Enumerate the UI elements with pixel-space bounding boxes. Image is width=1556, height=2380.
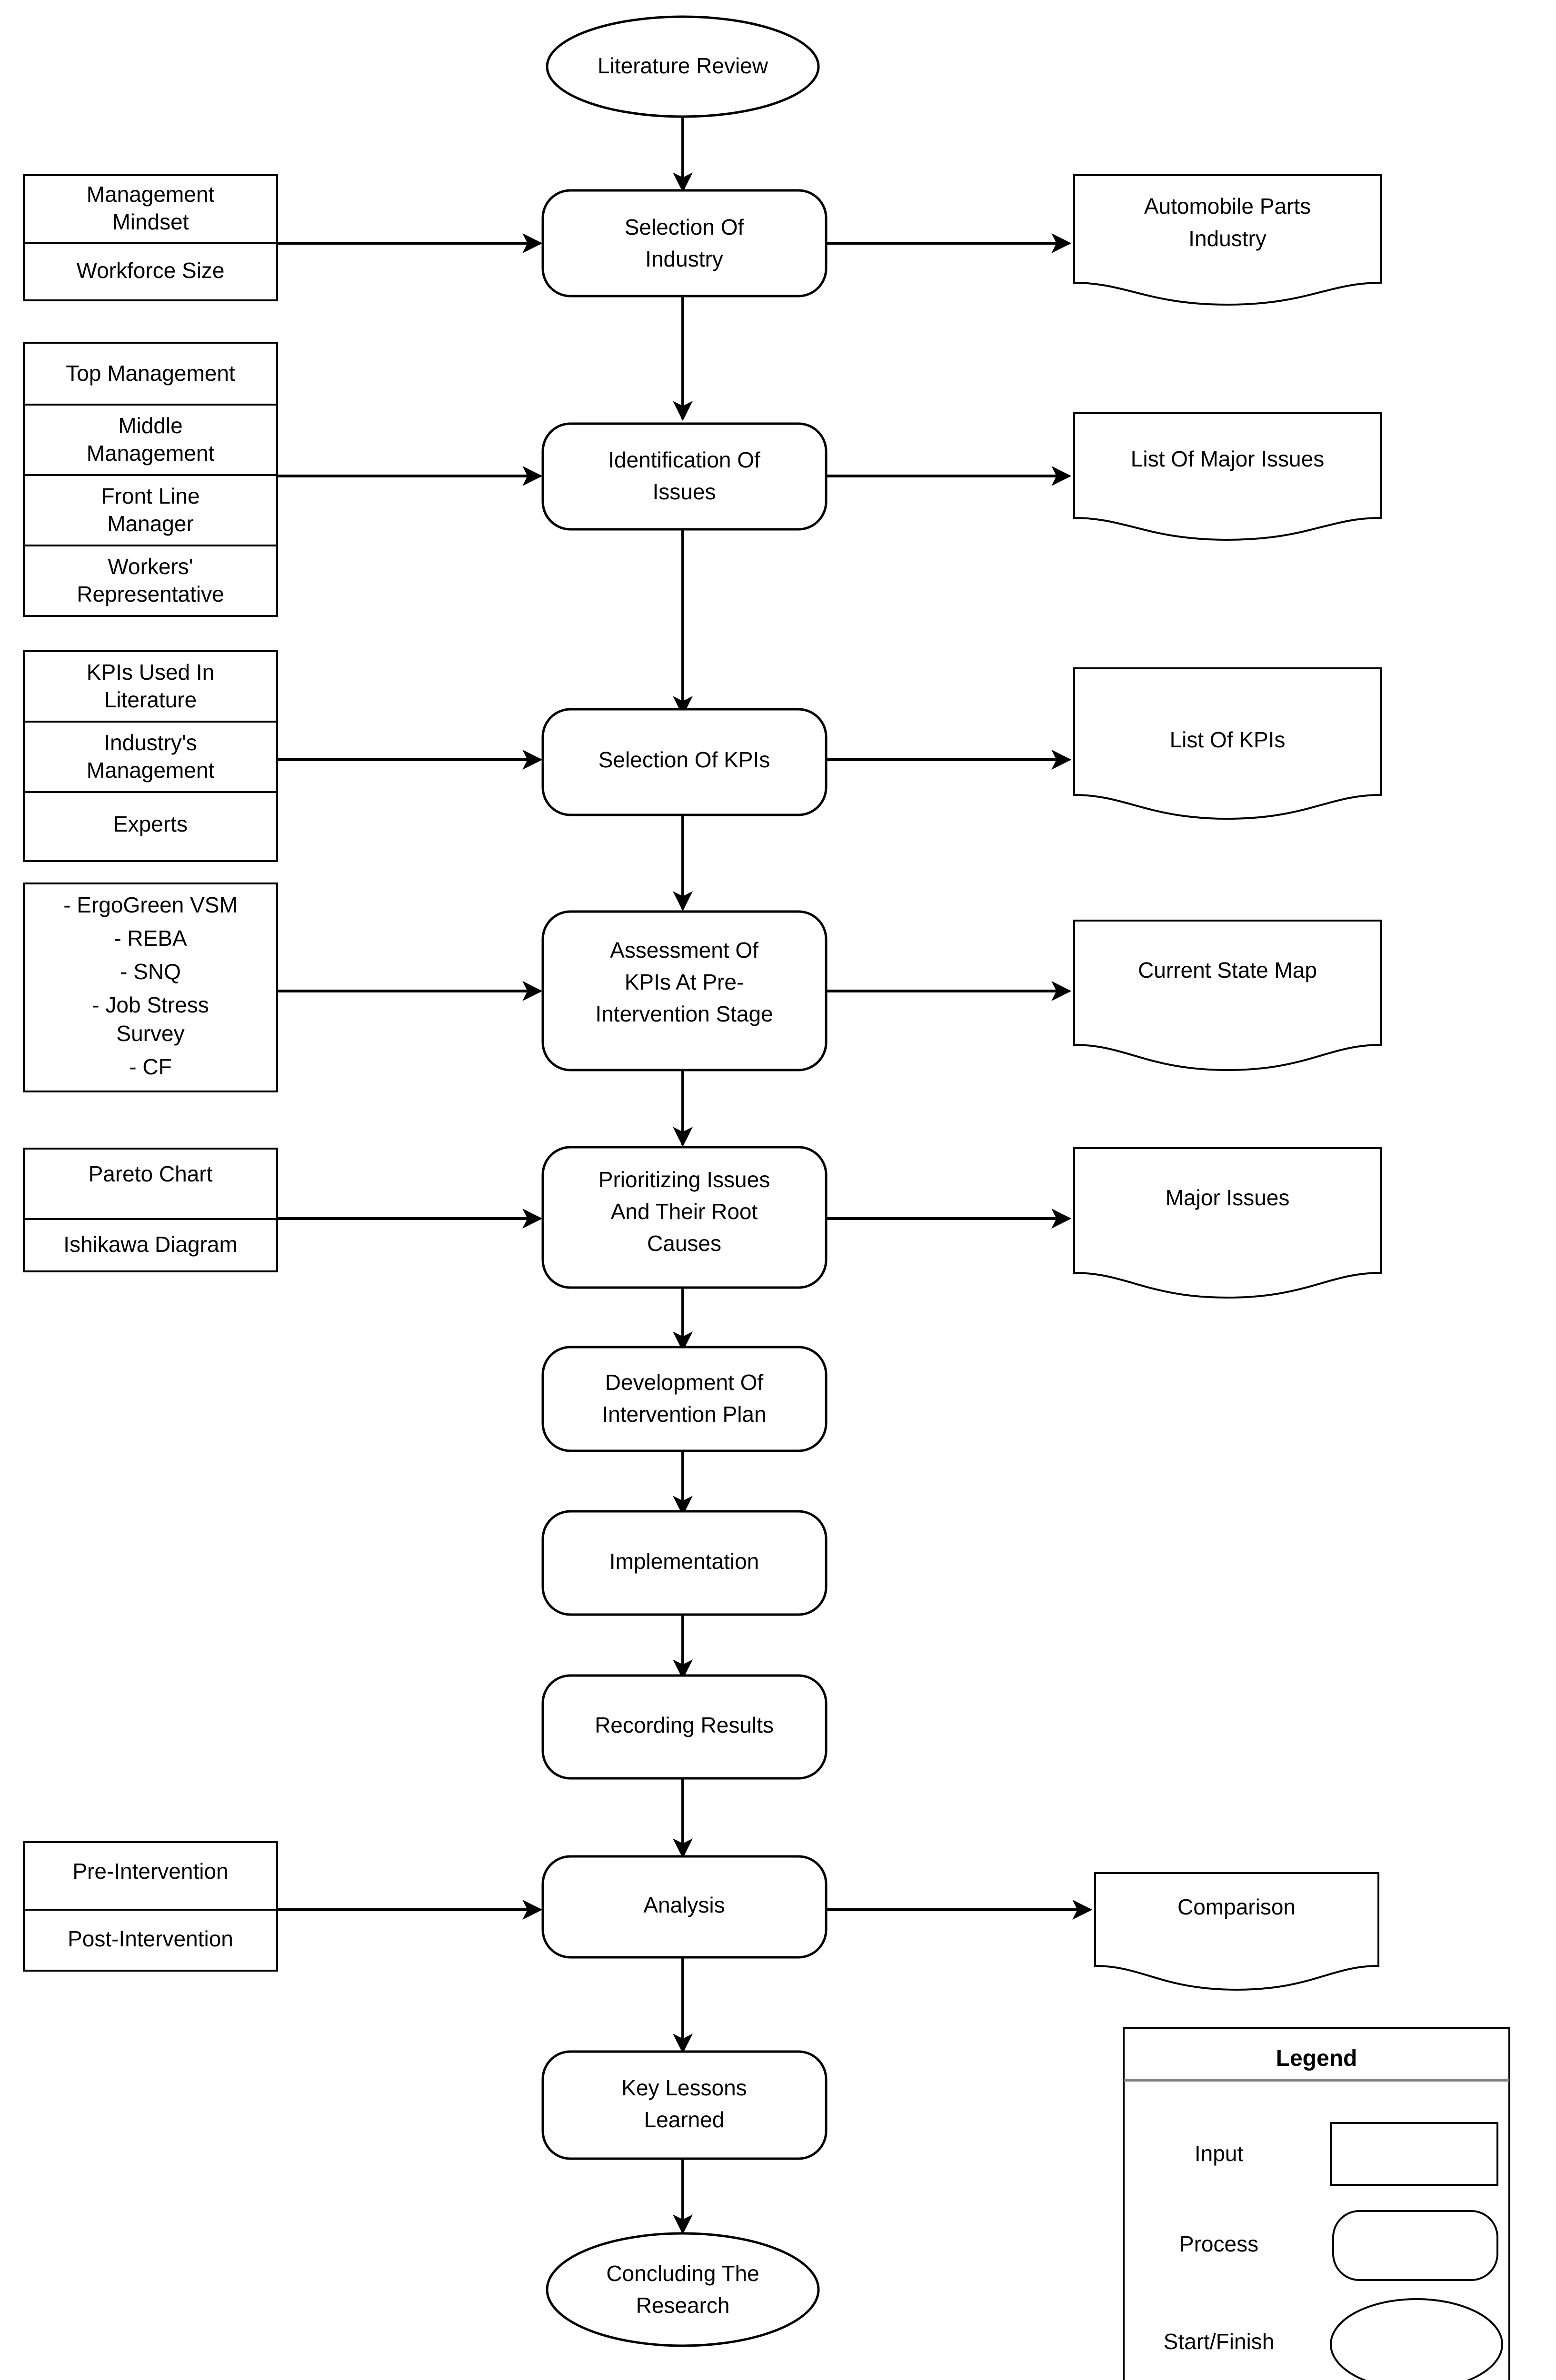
input-group-prioritization-inputs[interactable]: Pareto Chart Ishikawa Diagram xyxy=(23,1148,278,1272)
input-cell-label: - ErgoGreen VSM xyxy=(63,892,238,917)
input-group-analysis-inputs[interactable]: Pre-Intervention Post-Intervention xyxy=(23,1841,278,1972)
input-cell-label: - Job Stress xyxy=(92,992,209,1017)
node-selection-of-industry[interactable]: Selection Of Industry xyxy=(541,189,828,298)
input-group-kpi-assessment-inputs[interactable]: - ErgoGreen VSM - REBA - SNQ - Job Stres… xyxy=(23,883,278,1092)
node-selection-of-industry-label: Selection Of xyxy=(625,215,744,239)
node-development-of-intervention-plan[interactable]: Development Of Intervention Plan xyxy=(541,1346,828,1452)
node-analysis[interactable]: Analysis xyxy=(541,1855,828,1959)
node-prioritizing-issues-label: And Their Root xyxy=(611,1199,758,1224)
node-automobile-parts-industry[interactable]: Automobile Parts Industry xyxy=(1073,174,1382,306)
legend-item-label-start-finish: Start/Finish xyxy=(1164,2329,1275,2354)
node-prioritizing-issues-label: Causes xyxy=(647,1231,721,1256)
input-cell-label: Workforce Size xyxy=(76,258,224,283)
input-group-industry-selection-inputs[interactable]: Management Mindset Workforce Size xyxy=(23,174,278,301)
node-current-state-map-label: Current State Map xyxy=(1138,958,1317,982)
input-group-kpi-selection-inputs[interactable]: KPIs Used In Literature Industry's Manag… xyxy=(23,650,278,862)
legend-item-label-input: Input xyxy=(1195,2141,1244,2166)
input-cell-label: Pre-Intervention xyxy=(72,1859,228,1884)
input-cell-label: Mindset xyxy=(112,209,189,234)
node-current-state-map[interactable]: Current State Map xyxy=(1073,920,1382,1071)
input-cell-label: Survey xyxy=(116,1021,184,1046)
node-assessment-of-kpis-label: Assessment Of xyxy=(610,938,758,962)
input-cell-label: Experts xyxy=(113,812,188,836)
input-cell-label: - CF xyxy=(129,1054,171,1079)
node-analysis-label: Analysis xyxy=(643,1893,725,1917)
input-cell-label: Management xyxy=(87,758,215,783)
node-literature-review-label: Literature Review xyxy=(598,53,768,78)
node-list-of-kpis-label: List Of KPIs xyxy=(1170,727,1286,752)
input-cell-label: - REBA xyxy=(114,926,187,951)
node-automobile-parts-label: Industry xyxy=(1188,226,1267,251)
legend-shape-rounded-rectangle xyxy=(1332,2210,1498,2281)
node-implementation-label: Implementation xyxy=(609,1549,759,1574)
input-cell-label: Industry's xyxy=(104,730,197,755)
input-cell-label: Middle xyxy=(118,413,183,438)
input-cell-label: Post-Intervention xyxy=(68,1926,233,1951)
node-concluding-label: Research xyxy=(636,2293,730,2318)
input-cell-label: Representative xyxy=(77,582,224,606)
legend-title: Legend xyxy=(1276,2046,1357,2071)
input-cell-label: Management xyxy=(87,441,215,466)
node-key-lessons-label: Learned xyxy=(644,2107,725,2132)
node-key-lessons-learned[interactable]: Key Lessons Learned xyxy=(541,2050,828,2160)
node-identification-of-issues[interactable]: Identification Of Issues xyxy=(541,422,828,531)
node-selection-of-kpis-label: Selection Of KPIs xyxy=(598,747,770,772)
node-identification-of-issues-label: Issues xyxy=(653,479,716,504)
input-cell-label: KPIs Used In xyxy=(87,660,214,684)
node-comparison-label: Comparison xyxy=(1177,1894,1296,1919)
legend-panel: Legend Input Process Start/Finish Output xyxy=(1123,2027,1510,2380)
node-implementation[interactable]: Implementation xyxy=(541,1510,828,1616)
connectors xyxy=(277,117,1093,2235)
input-cell-label: Pareto Chart xyxy=(89,1161,213,1186)
node-concluding-the-research[interactable]: Concluding The Research xyxy=(546,2232,820,2347)
input-group-issue-identification-inputs[interactable]: Top Management Middle Management Front L… xyxy=(23,342,278,617)
input-cell-label: Ishikawa Diagram xyxy=(63,1232,238,1257)
node-assessment-of-kpis[interactable]: Assessment Of KPIs At Pre- Intervention … xyxy=(541,910,828,1071)
node-recording-results[interactable]: Recording Results xyxy=(541,1674,828,1780)
node-prioritizing-issues-label: Prioritizing Issues xyxy=(598,1167,770,1192)
node-automobile-parts-label: Automobile Parts xyxy=(1144,194,1311,218)
node-major-issues[interactable]: Major Issues xyxy=(1073,1147,1382,1299)
node-key-lessons-label: Key Lessons xyxy=(621,2075,747,2100)
node-assessment-of-kpis-label: Intervention Stage xyxy=(595,1002,773,1026)
input-cell-label: Workers' xyxy=(108,554,193,579)
node-assessment-of-kpis-label: KPIs At Pre- xyxy=(625,970,744,994)
legend-shape-ellipse xyxy=(1330,2298,1503,2380)
input-cell-label: Literature xyxy=(104,687,197,712)
node-development-label: Intervention Plan xyxy=(602,1402,766,1427)
input-cell-label: - SNQ xyxy=(120,959,181,984)
node-identification-of-issues-label: Identification Of xyxy=(608,447,760,472)
input-cell-label: Front Line xyxy=(101,484,199,508)
node-recording-results-label: Recording Results xyxy=(595,1713,774,1737)
node-prioritizing-issues[interactable]: Prioritizing Issues And Their Root Cause… xyxy=(541,1146,828,1289)
node-development-label: Development Of xyxy=(605,1370,764,1395)
node-list-of-kpis[interactable]: List Of KPIs xyxy=(1073,667,1382,820)
node-list-of-major-issues[interactable]: List Of Major Issues xyxy=(1073,412,1382,541)
node-major-issues-label: Major Issues xyxy=(1166,1185,1290,1210)
node-literature-review[interactable]: Literature Review xyxy=(546,15,820,118)
node-concluding-label: Concluding The xyxy=(606,2261,759,2286)
input-cell-label: Manager xyxy=(107,511,194,536)
node-list-of-major-issues-label: List Of Major Issues xyxy=(1131,446,1324,471)
legend-shape-rectangle xyxy=(1330,2122,1498,2186)
legend-item-label-process: Process xyxy=(1179,2231,1258,2256)
input-cell-label: Top Management xyxy=(66,361,235,386)
input-cell-label: Management xyxy=(87,182,215,207)
node-selection-of-kpis[interactable]: Selection Of KPIs xyxy=(541,708,828,816)
node-comparison[interactable]: Comparison xyxy=(1094,1872,1379,1991)
node-selection-of-industry-label: Industry xyxy=(645,247,723,271)
